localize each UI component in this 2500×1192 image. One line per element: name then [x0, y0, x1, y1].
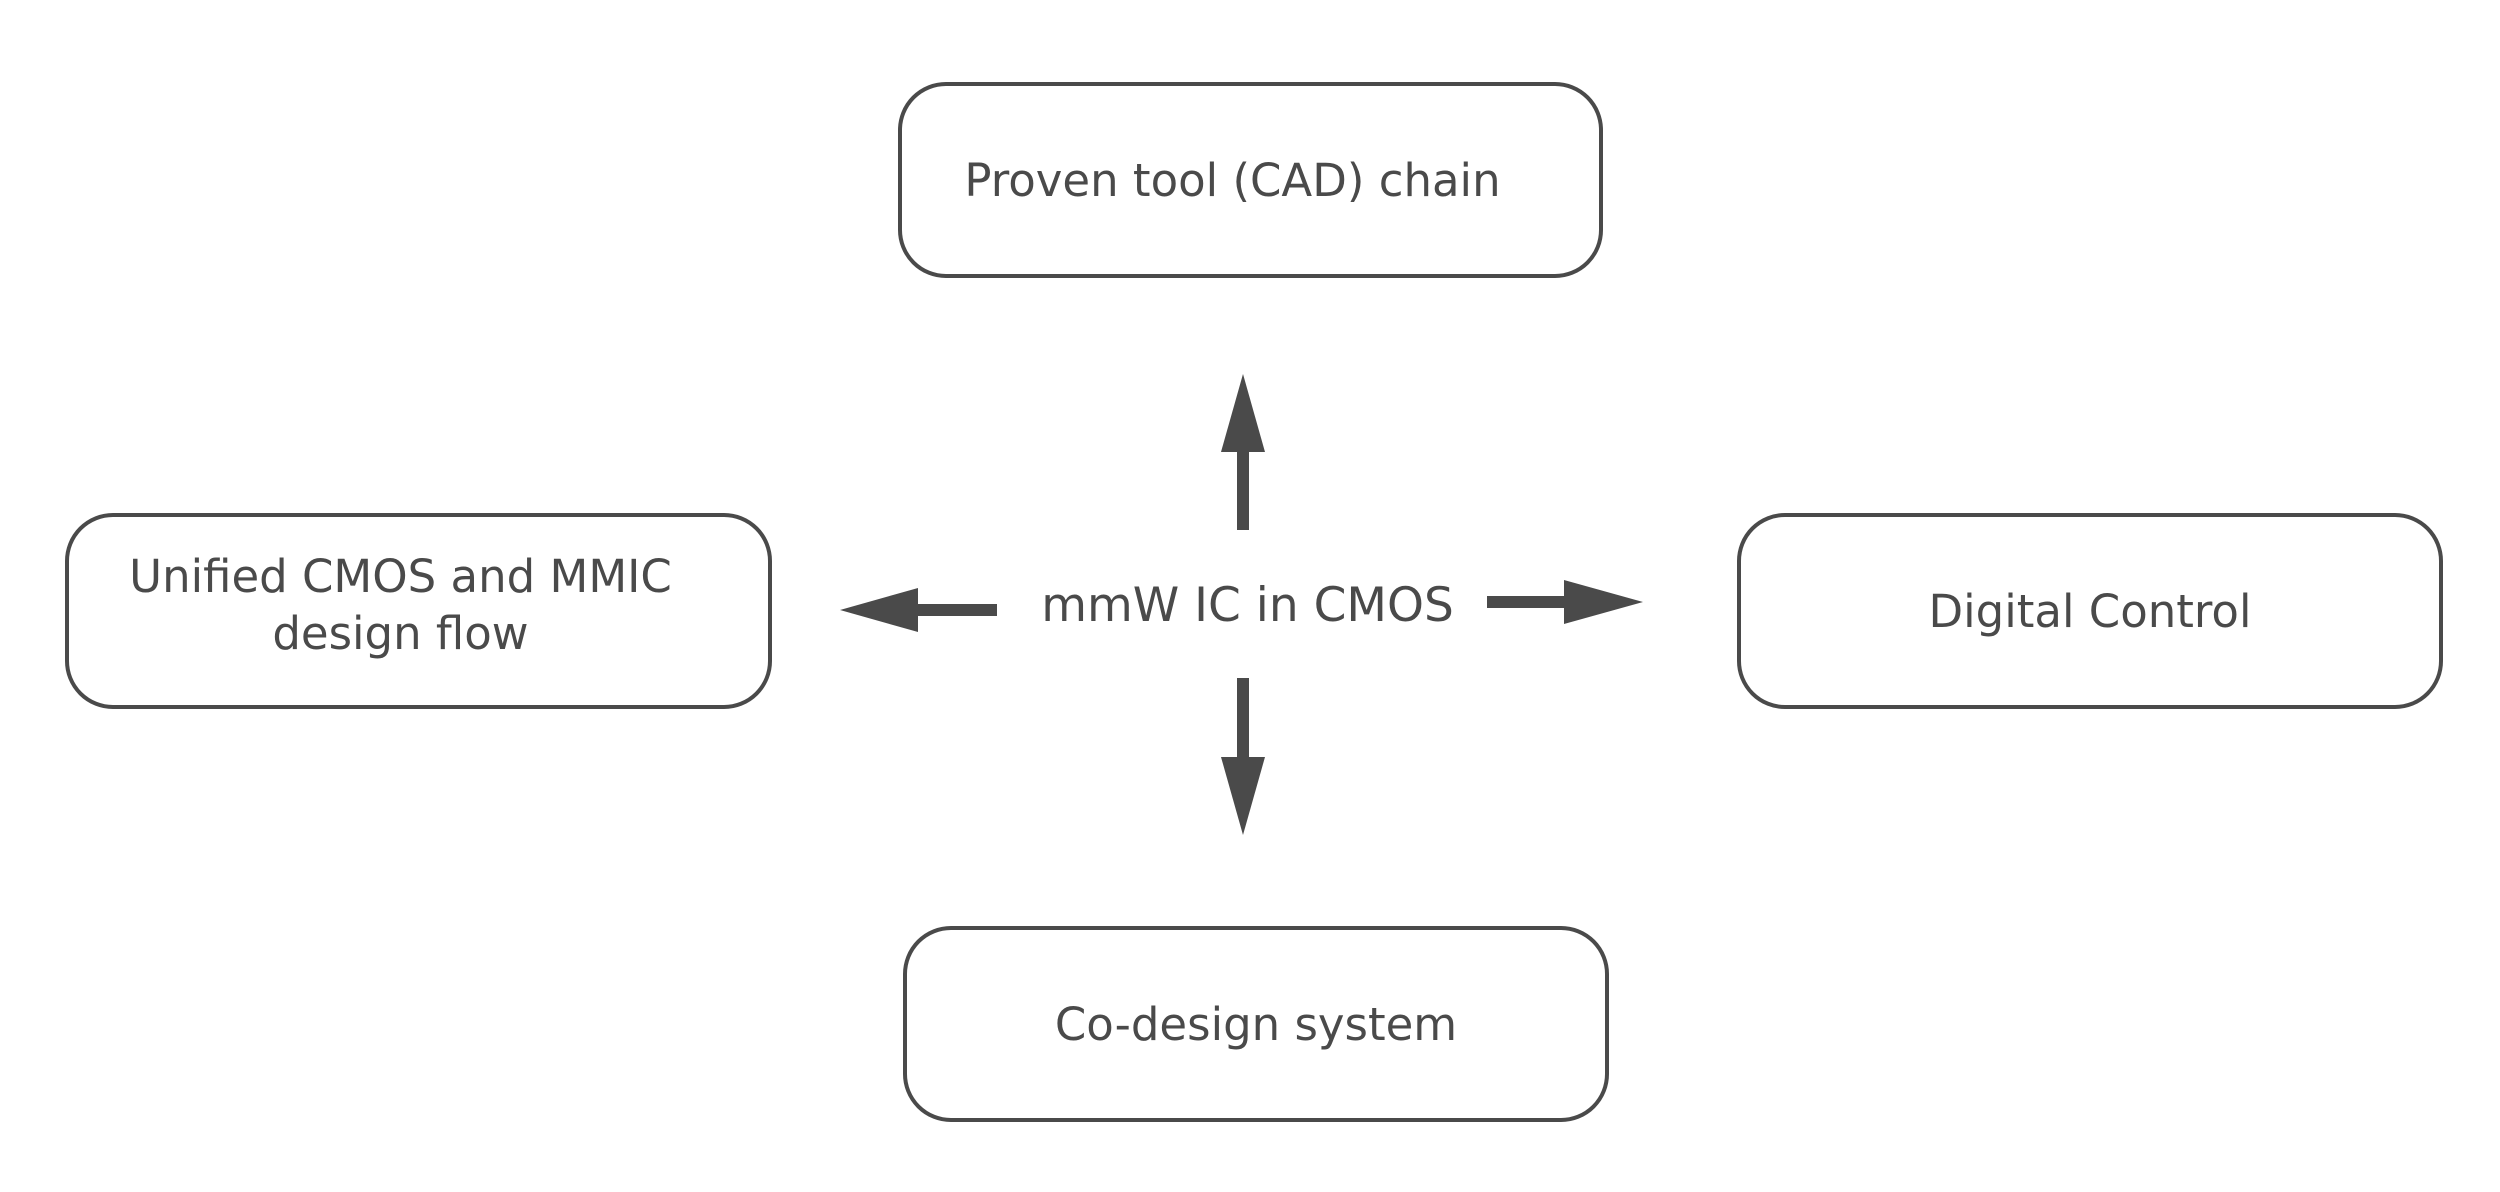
node-label: Digital Control: [1928, 584, 2252, 638]
center-node-label: mmW IC in CMOS: [1041, 577, 1454, 633]
node-proven-tool-chain: Proven tool (CAD) chain: [898, 82, 1603, 278]
arrow-to-left: [840, 588, 997, 632]
node-label-line-2: design flow: [272, 607, 529, 660]
arrow-to-top: [1221, 374, 1265, 530]
node-label-line-1: Unified CMOS and MMIC: [129, 550, 672, 603]
arrow-to-bottom: [1221, 678, 1265, 835]
node-label: Proven tool (CAD) chain: [964, 153, 1501, 207]
node-co-design-system: Co-design system: [903, 926, 1609, 1122]
arrow-to-right: [1487, 580, 1643, 624]
node-unified-design-flow: Unified CMOS and MMIC design flow: [65, 513, 772, 709]
node-digital-control: Digital Control: [1737, 513, 2443, 709]
node-label: Co-design system: [1054, 997, 1458, 1051]
node-label: Unified CMOS and MMIC design flow: [129, 548, 672, 662]
